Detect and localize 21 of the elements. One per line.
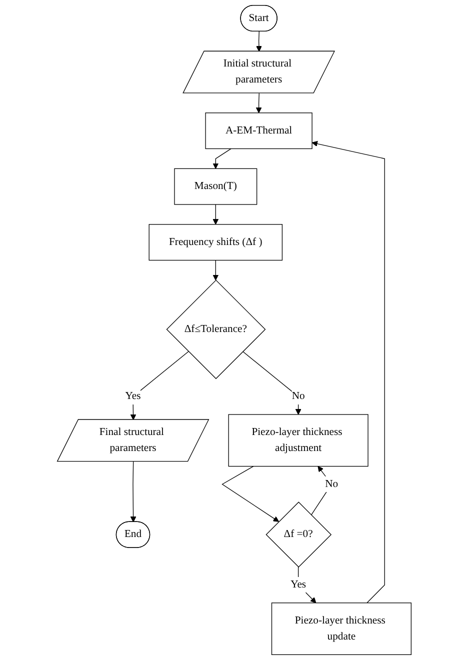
node-diamond: Δf =0?	[266, 502, 332, 568]
edge-label: No	[292, 390, 306, 402]
node-box: Piezo-layer thickness update	[272, 602, 412, 655]
node-diamond: Δf≤Tolerance?	[166, 280, 266, 380]
node-box: A-EM-Thermal	[205, 112, 313, 150]
arrow	[222, 466, 280, 522]
arrow	[256, 31, 262, 52]
arrow	[212, 204, 219, 225]
arrow	[130, 351, 190, 420]
node-box: Frequency shifts (Δf )	[149, 224, 283, 261]
arrow	[212, 260, 219, 280]
arrow	[212, 148, 232, 169]
edge-label: Yes	[126, 390, 141, 402]
edge-label: Yes	[290, 578, 306, 590]
arrow	[256, 92, 262, 114]
arrow	[130, 461, 136, 522]
node-box: Mason(T)	[174, 168, 258, 205]
edge-label: No	[325, 478, 338, 490]
node-box: Piezo-layer thickness adjustment	[228, 414, 369, 467]
arrow	[242, 351, 302, 415]
arrow	[312, 140, 386, 604]
